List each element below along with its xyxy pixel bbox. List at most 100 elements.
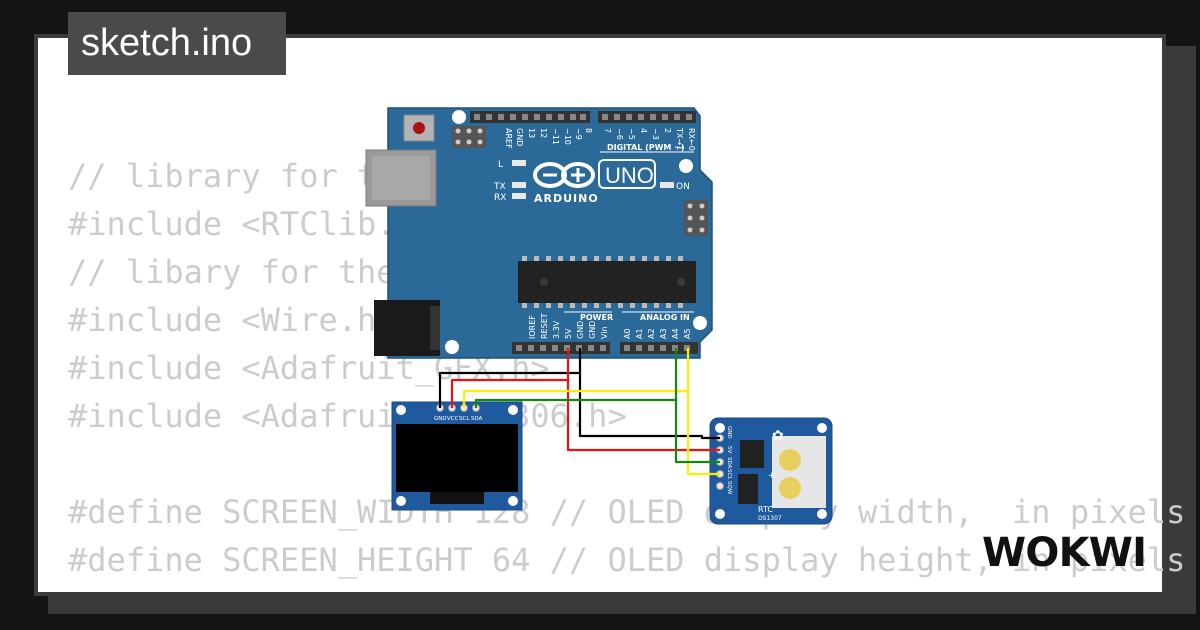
svg-text:TX: TX [493, 182, 506, 192]
wokwi-logo: WOKWI [982, 530, 1148, 576]
pin-label: GND [588, 321, 597, 339]
pin-label: VCC [447, 416, 459, 422]
pin-label: ~10 [563, 128, 572, 145]
svg-text:RX: RX [494, 193, 506, 203]
icsp-header-2 [684, 200, 708, 236]
pin-label: ~3 [651, 128, 660, 140]
svg-text:+: + [768, 471, 776, 481]
pin-label: ~9 [574, 128, 583, 140]
mounting-hole [508, 405, 518, 415]
analog-header-label: ANALOG IN [640, 313, 690, 322]
oled-ribbon [430, 492, 484, 504]
pin-label: GND [515, 128, 524, 146]
pin-label: RX←0 [687, 128, 696, 151]
rtc-pin-labels: GND 5V SDA SCL SQW [726, 426, 732, 495]
board-leds: L TX RX ON [493, 160, 690, 203]
pin-label: 13 [527, 128, 536, 138]
pin-label: SCL [726, 469, 732, 480]
rtc-module[interactable]: + ✿ RTC DS1307 GND 5V SDA SCL SQW [709, 417, 833, 525]
pin-label: A1 [635, 328, 644, 339]
pin-label: RESET [540, 313, 549, 339]
power-header-label: POWER [580, 313, 613, 322]
pin-label: A5 [683, 328, 692, 339]
pin-label: Vin [600, 326, 609, 339]
file-tab[interactable]: sketch.ino [68, 12, 286, 75]
mounting-hole [396, 496, 406, 506]
oled-pin-labels: GND VCC SCL SDA [434, 416, 483, 422]
pin-label: 2 [663, 128, 672, 133]
pin-label: A2 [647, 328, 656, 339]
wire-red[interactable] [450, 348, 570, 408]
analog-pin-labels: A0 A1 A2 A3 A4 A5 [623, 328, 692, 339]
wire-yellow[interactable] [686, 391, 720, 476]
mounting-hole [445, 340, 459, 354]
pin-label: 4 [639, 128, 648, 133]
adafruit-star-icon: ✿ [772, 428, 784, 444]
mounting-hole [715, 509, 725, 519]
wire-green[interactable] [674, 400, 720, 464]
pin-label: ~5 [627, 128, 636, 140]
svg-text:ON: ON [676, 182, 690, 192]
coin-cell-holder [772, 436, 826, 508]
oled-display[interactable]: GND VCC SCL SDA [391, 401, 523, 511]
pin-label: A4 [671, 328, 680, 339]
mounting-hole [452, 110, 466, 124]
digital-pin-labels: AREF GND 13 12 ~11 ~10 ~9 8 7 ~6 ~5 4 ~3… [504, 127, 696, 151]
svg-text:ARDUINO: ARDUINO [534, 192, 599, 205]
icsp-header [452, 126, 486, 148]
wire-red[interactable] [566, 380, 720, 452]
oled-screen [396, 424, 518, 492]
reset-button[interactable] [403, 114, 435, 142]
rtc-chip [740, 440, 764, 468]
svg-text:DS1307: DS1307 [758, 515, 782, 522]
pin-label: SDA [471, 416, 483, 422]
wokwi-logo-text: WOKWI [982, 530, 1148, 576]
pin-label: GND [434, 416, 447, 422]
code-line: #include <RTClib.h> [68, 205, 435, 243]
power-header [512, 342, 610, 354]
power-pin-labels: IOREF RESET 3.3V 5V GND GND Vin [528, 313, 609, 339]
pin-label: IOREF [528, 315, 537, 339]
pin-label: A3 [659, 328, 668, 339]
wires [438, 348, 720, 476]
mounting-hole [817, 423, 827, 433]
wire-green[interactable] [474, 348, 678, 408]
atmega-chip [518, 256, 696, 308]
pin-label: GND [576, 321, 585, 339]
pin-label: 3.3V [552, 320, 561, 339]
mounting-hole [679, 159, 693, 173]
arduino-uno-board[interactable]: AREF GND 13 12 ~11 ~10 ~9 8 7 ~6 ~5 4 ~3… [365, 107, 713, 359]
pin-label: 5V [564, 328, 573, 339]
pin-label: ~11 [551, 128, 560, 145]
pin-label: GND [726, 426, 732, 439]
digital-header-label: DIGITAL (PWM ~) [607, 143, 685, 152]
pin-label: TX→1 [675, 127, 684, 150]
pin-label: ~6 [615, 128, 624, 140]
mounting-hole [508, 496, 518, 506]
pin-label: 5V [726, 446, 732, 453]
pin-label: AREF [504, 128, 513, 149]
svg-text:UNO: UNO [605, 163, 654, 188]
pin-label: SCL [459, 416, 470, 422]
digital-header-right [598, 111, 696, 123]
arduino-logo: UNO ARDUINO [533, 159, 656, 205]
mounting-hole [715, 423, 725, 433]
pin-label: SQW [726, 481, 732, 495]
mounting-hole [817, 509, 827, 519]
mounting-hole [693, 316, 707, 330]
svg-text:RTC: RTC [758, 505, 773, 514]
mounting-hole [396, 405, 406, 415]
power-jack [374, 300, 440, 356]
pin-label: A0 [623, 328, 632, 339]
pin-label: 8 [584, 128, 593, 133]
wire-black[interactable] [578, 373, 720, 440]
wire-black[interactable] [438, 348, 582, 408]
wire-yellow[interactable] [462, 348, 690, 408]
code-line: #include <Wire.h> [68, 301, 396, 339]
svg-text:L: L [498, 160, 503, 170]
crystal [738, 474, 758, 504]
pin-label: SDA [726, 457, 732, 469]
pin-label: 7 [603, 128, 612, 133]
code-line: #define SCREEN_HEIGHT 64 // OLED display… [68, 541, 1186, 579]
